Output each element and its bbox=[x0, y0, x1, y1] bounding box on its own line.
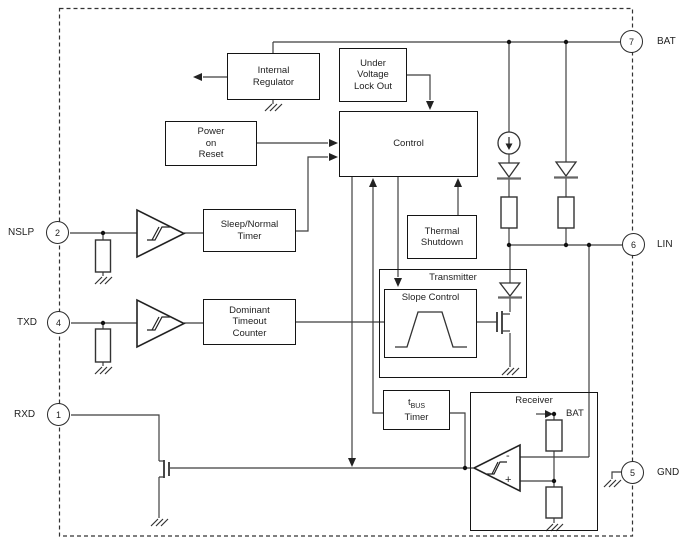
block-dominant-timeout-counter: Dominant Timeout Counter bbox=[203, 299, 296, 345]
current-source-diode-icon bbox=[497, 162, 521, 179]
junction-dot bbox=[551, 411, 557, 417]
transmitter-diode-icon bbox=[498, 282, 522, 298]
pin-label-bat: BAT bbox=[657, 36, 676, 47]
nslp-pulldown-resistor bbox=[94, 239, 112, 273]
ground-icon bbox=[264, 103, 283, 112]
wire-tbus-to-control bbox=[372, 187, 383, 414]
junction-dot bbox=[506, 242, 512, 248]
comparator-minus-sign: - bbox=[506, 450, 510, 462]
wire-gnd-pin bbox=[611, 471, 622, 479]
tx-mosfet-stubs bbox=[502, 313, 510, 332]
block-slope-control: Slope Control bbox=[384, 289, 477, 358]
block-power-on-reset: Power on Reset bbox=[165, 121, 257, 166]
txd-pulldown-resistor bbox=[94, 328, 112, 363]
pin-circle-nslp: 2 bbox=[46, 221, 69, 244]
block-control: Control bbox=[339, 111, 478, 177]
rxd-mosfet-stubs bbox=[159, 460, 164, 478]
txd-schmitt-buffer-icon bbox=[136, 298, 186, 349]
block-sleep-normal-timer: Sleep/Normal Timer bbox=[203, 209, 296, 252]
current-source-arrowhead bbox=[505, 143, 513, 150]
ground-icon bbox=[603, 479, 622, 488]
arrowhead-sleep-timer bbox=[329, 153, 338, 161]
txd-hysteresis-glyph bbox=[147, 316, 170, 331]
block-under-voltage-lock-out: Under Voltage Lock Out bbox=[339, 48, 407, 102]
current-source-resistor bbox=[500, 196, 518, 229]
junction-dot bbox=[563, 39, 569, 45]
ground-icon bbox=[501, 367, 520, 376]
junction-dot bbox=[506, 39, 512, 45]
transmitter-title: Transmitter bbox=[429, 272, 477, 283]
arrowhead-control-to-transmitter bbox=[394, 278, 402, 287]
junction-dot bbox=[100, 230, 106, 236]
ground-icon bbox=[94, 276, 113, 285]
comparator-plus-sign: + bbox=[505, 474, 512, 486]
block-transmitter: Transmitter bbox=[379, 269, 527, 378]
arrowhead-receiver-bat bbox=[545, 410, 553, 418]
slope-control-title: Slope Control bbox=[401, 292, 460, 303]
block-thermal-shutdown: Thermal Shutdown bbox=[407, 215, 477, 259]
pin-circle-lin: 6 bbox=[622, 233, 645, 256]
pullup-diode-icon bbox=[554, 161, 578, 178]
ground-icon bbox=[545, 523, 564, 532]
arrowhead-control-to-rxd bbox=[348, 458, 356, 467]
wire-rxd-input bbox=[71, 414, 160, 461]
pin-circle-txd: 4 bbox=[47, 311, 70, 334]
junction-dot bbox=[586, 242, 592, 248]
arrowhead-por bbox=[329, 139, 338, 147]
ground-icon bbox=[94, 366, 113, 375]
block-internal-regulator: Internal Regulator bbox=[227, 53, 320, 100]
nslp-hysteresis-glyph bbox=[147, 226, 170, 241]
wire-sleep-timer-to-control bbox=[296, 156, 328, 232]
ic-boundary bbox=[58, 7, 634, 537]
pin-label-nslp: NSLP bbox=[8, 227, 35, 238]
receiver-lower-resistor bbox=[545, 486, 563, 519]
ground-icon bbox=[150, 518, 169, 527]
block-receiver: Receiver bbox=[470, 392, 598, 531]
arrowhead-tbus-to-control bbox=[369, 178, 377, 187]
lin-pullup-resistor bbox=[557, 196, 575, 229]
wire-uvlo-to-control bbox=[407, 74, 431, 100]
receiver-upper-resistor bbox=[545, 419, 563, 452]
pin-circle-rxd: 1 bbox=[47, 403, 70, 426]
pin-label-lin: LIN bbox=[657, 239, 673, 250]
pin-circle-gnd: 5 bbox=[621, 461, 644, 484]
receiver-bat-node-label: BAT bbox=[566, 408, 584, 419]
junction-dot bbox=[100, 320, 106, 326]
receiver-title: Receiver bbox=[515, 395, 553, 406]
wire-receiver-to-tbus bbox=[450, 412, 466, 468]
pin-label-gnd: GND bbox=[657, 467, 680, 478]
junction-dot bbox=[563, 242, 569, 248]
nslp-schmitt-buffer-icon bbox=[136, 208, 186, 259]
junction-dot bbox=[551, 478, 557, 484]
pin-label-rxd: RXD bbox=[14, 409, 36, 420]
pin-label-txd: TXD bbox=[17, 317, 37, 328]
arrowhead-uvlo bbox=[426, 101, 434, 110]
slope-waveform-icon bbox=[395, 311, 467, 348]
junction-dot bbox=[462, 465, 468, 471]
pin-circle-bat: 7 bbox=[620, 30, 643, 53]
arrowhead-regulator-output bbox=[193, 73, 202, 81]
arrowhead-thermal bbox=[454, 178, 462, 187]
comparator-hysteresis-glyph bbox=[487, 461, 507, 475]
